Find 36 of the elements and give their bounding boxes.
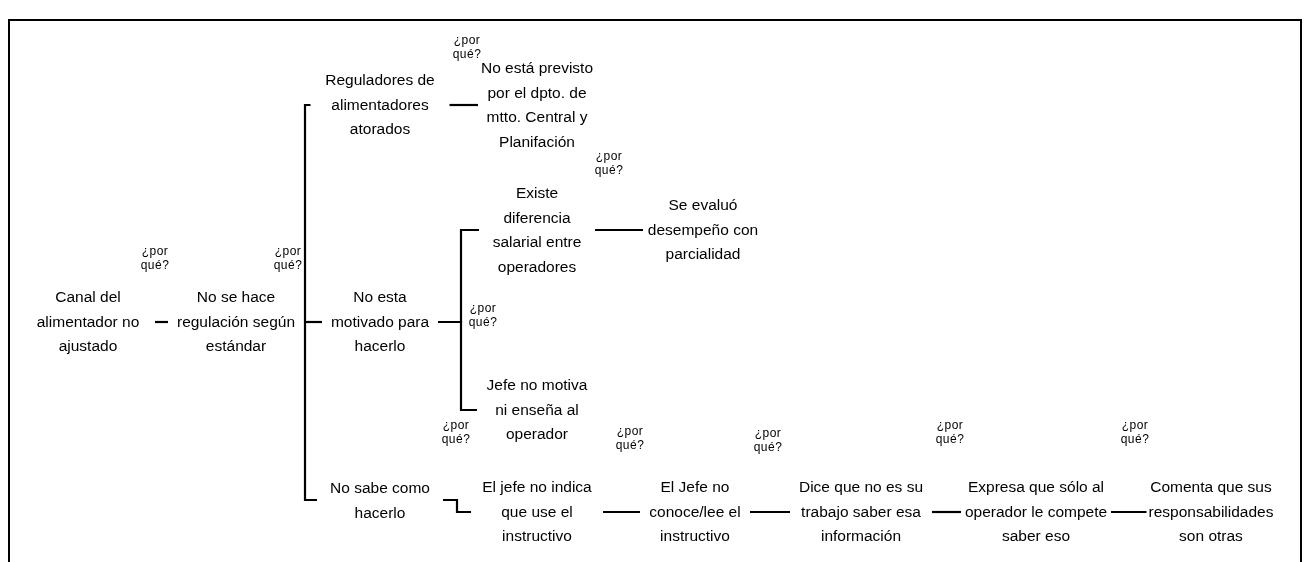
cause-text: Existe diferencia salarial entre operadores xyxy=(491,183,583,277)
why-question: ¿por qué? xyxy=(451,33,483,61)
connector-line xyxy=(438,320,477,412)
connector-line xyxy=(449,103,478,107)
connector-line xyxy=(303,320,322,324)
cause-text: El Jefe no conoce/lee el instructivo xyxy=(648,477,742,547)
why-question: ¿por qué? xyxy=(467,301,499,329)
cause-text: Jefe no motiva ni enseña al operador xyxy=(485,375,589,445)
connector-line xyxy=(595,228,643,232)
cause-text: El jefe no indica que use el instructivo xyxy=(481,477,593,547)
connector-line xyxy=(750,510,790,514)
connector-line xyxy=(932,510,961,514)
connector-line xyxy=(603,510,640,514)
cause-text: Se evaluó desempeño con parcialidad xyxy=(646,195,760,265)
cause-text: No se hace regulación según estándar xyxy=(175,287,297,357)
why-question: ¿por qué? xyxy=(593,149,625,177)
why-question: ¿por qué? xyxy=(1119,418,1151,446)
why-question: ¿por qué? xyxy=(752,426,784,454)
why-question: ¿por qué? xyxy=(934,418,966,446)
cause-text: Comenta que sus responsabilidades son otras xyxy=(1148,477,1274,547)
cause-text: No sabe como hacerlo xyxy=(329,477,431,522)
why-question: ¿por qué? xyxy=(440,418,472,446)
cause-text: No está previsto por el dpto. de mtto. Central y Planifación xyxy=(481,58,594,152)
connector-line xyxy=(303,103,311,324)
cause-text: Expresa que sólo al operador le compete saber eso xyxy=(963,477,1109,547)
why-question: ¿por qué? xyxy=(614,424,646,452)
why-question: ¿por qué? xyxy=(139,244,171,272)
cause-text: Canal del alimentador no ajustado xyxy=(35,287,141,357)
cause-text: Reguladores de alimentadores atorados xyxy=(324,70,436,140)
connector-line xyxy=(1111,510,1147,514)
cause-text: Dice que no es su trabajo saber esa información xyxy=(797,477,925,547)
connector-line xyxy=(443,498,471,514)
connector-line xyxy=(303,320,317,502)
why-question: ¿por qué? xyxy=(272,244,304,272)
connector-line xyxy=(155,320,168,324)
cause-text: No esta motivado para hacerlo xyxy=(329,287,431,357)
